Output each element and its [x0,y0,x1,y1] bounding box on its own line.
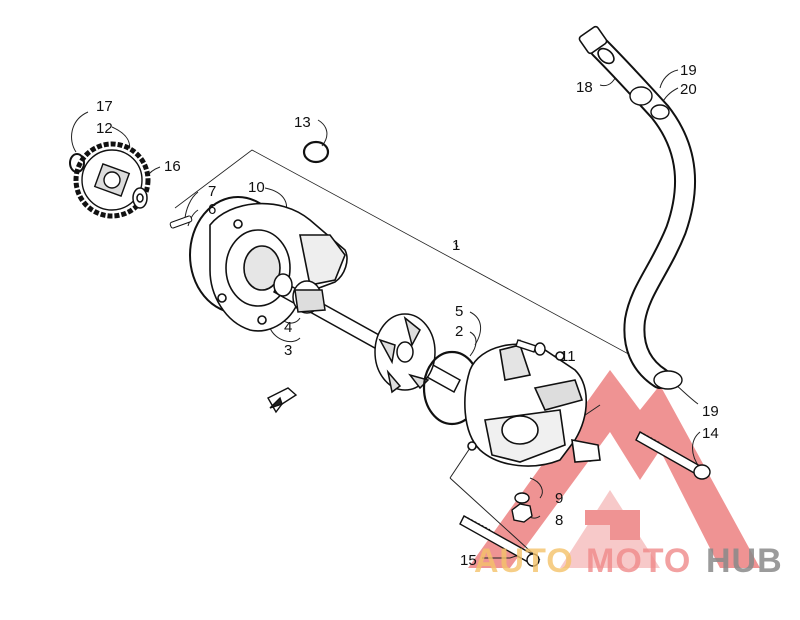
callout-12: 12 [96,120,113,137]
callout-1: 1 [452,237,460,254]
callout-13: 13 [294,114,311,131]
circlip-ring [69,153,85,173]
callout-5: 5 [455,303,463,320]
callout-7: 7 [208,183,216,200]
washer-9 [514,492,530,504]
leader-lines [71,69,701,561]
stud-15 [459,515,540,567]
washer-16 [132,187,148,209]
watermark-auto: AUTO [474,542,574,580]
watermark-logo-text: AUTO MOTO HUB [474,542,783,580]
watermark-logo-triangle [468,370,760,568]
direction-arrow-icon [267,387,298,414]
callout-8: 8 [555,512,563,529]
nut-8 [511,503,533,523]
hose-clamps [629,86,683,390]
coolant-hose [578,25,697,389]
callout-18: 18 [576,79,593,96]
callout-6: 6 [208,201,216,218]
callout-19-bottom: 19 [702,403,719,420]
callout-20: 20 [680,81,697,98]
callout-10: 10 [248,179,265,196]
callout-9: 9 [555,490,563,507]
bolt-14 [635,431,711,480]
callout-15: 15 [460,552,477,569]
sprocket-gear [73,141,151,219]
impeller [374,313,436,394]
pin [169,215,193,229]
watermark-hub: HUB [706,542,783,580]
callout-2: 2 [455,323,463,340]
callout-4: 4 [284,319,292,336]
pump-shaft [273,273,461,394]
callout-labels: 1 2 3 4 5 6 7 8 9 10 11 12 13 14 15 16 1… [96,62,719,569]
oring-13 [302,140,330,164]
callout-3: 3 [284,342,292,359]
pump-housing [464,343,601,467]
watermark-moto: MOTO [586,542,691,580]
callout-14: 14 [702,425,719,442]
callout-11: 11 [560,348,576,365]
bolt-11 [515,339,546,356]
callout-16: 16 [164,158,181,175]
callout-19-top: 19 [680,62,697,79]
callout-17: 17 [96,98,113,115]
